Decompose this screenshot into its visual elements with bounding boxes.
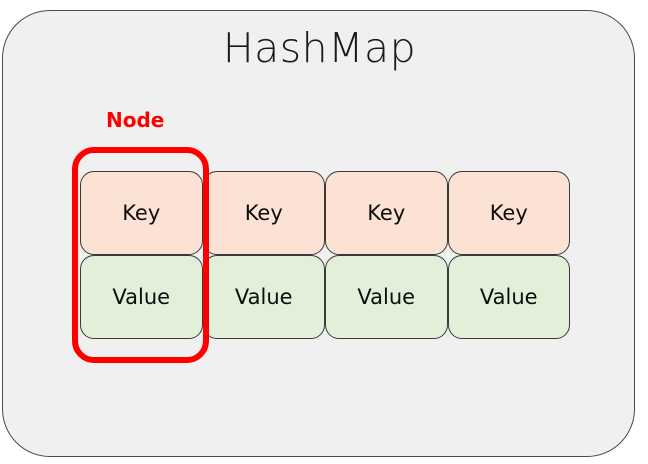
key-cell-label: Key — [367, 201, 406, 225]
value-row: Value Value Value Value — [80, 255, 570, 339]
key-cell-label: Key — [489, 201, 528, 225]
key-cell: Key — [325, 171, 448, 255]
value-cell-label: Value — [357, 285, 416, 309]
value-cell: Value — [202, 255, 325, 339]
key-cell: Key — [80, 171, 203, 255]
page-title: HashMap — [222, 24, 417, 72]
value-cell: Value — [80, 255, 203, 339]
value-cell-label: Value — [112, 285, 171, 309]
value-cell-label: Value — [234, 285, 293, 309]
key-cell-label: Key — [244, 201, 283, 225]
value-cell: Value — [325, 255, 448, 339]
key-cell-label: Key — [122, 201, 161, 225]
value-cell: Value — [447, 255, 570, 339]
value-cell-label: Value — [479, 285, 538, 309]
entry-grid: Key Key Key Key Value Value Value V — [80, 171, 570, 339]
key-cell: Key — [447, 171, 570, 255]
key-cell: Key — [202, 171, 325, 255]
key-row: Key Key Key Key — [80, 171, 570, 255]
node-annotation-label: Node — [106, 108, 165, 132]
